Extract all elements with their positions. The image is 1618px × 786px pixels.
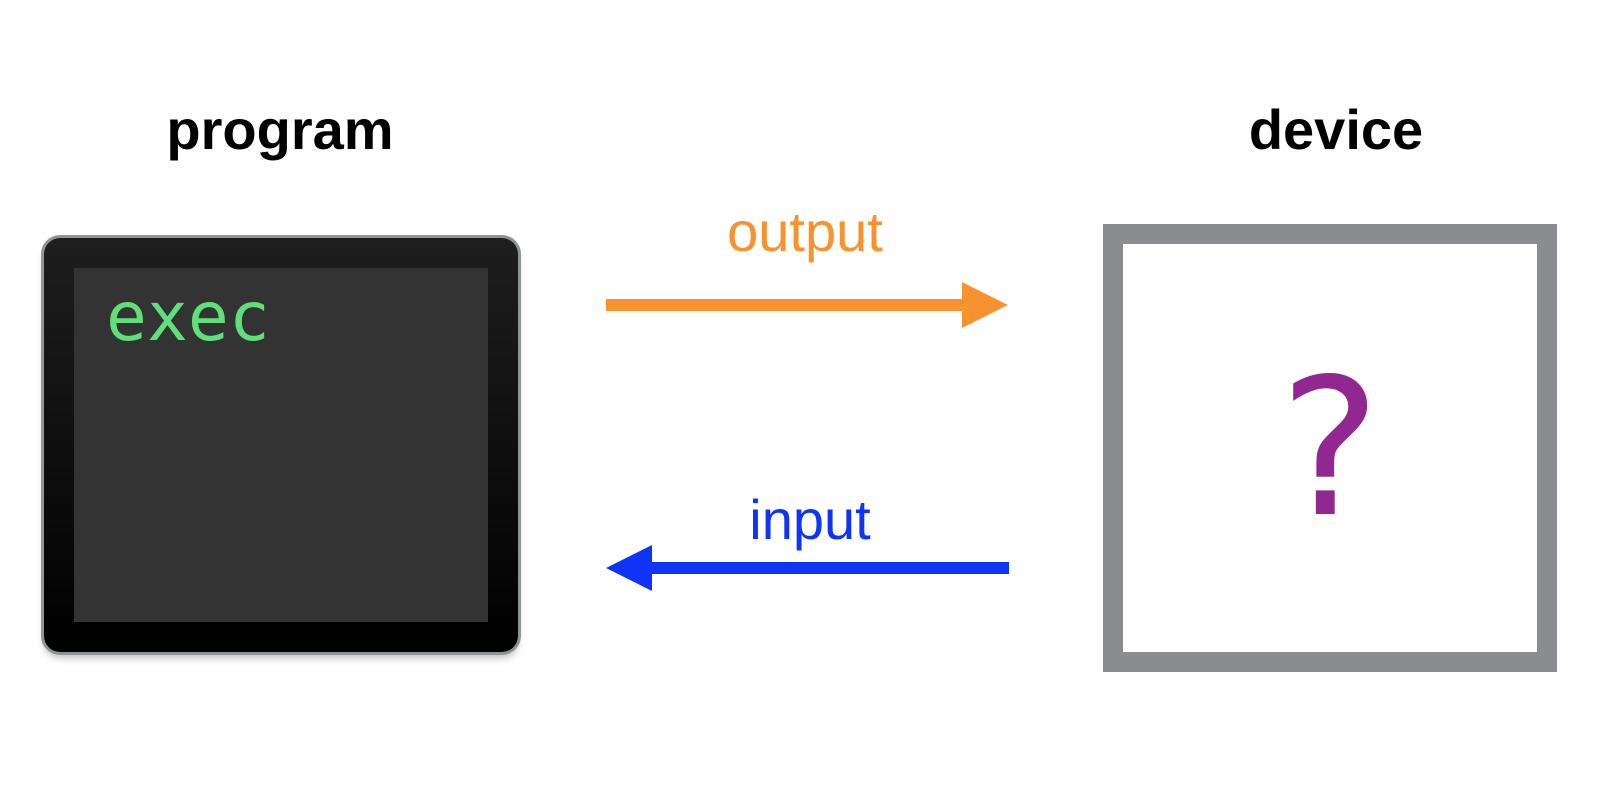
output-label: output — [727, 200, 883, 263]
terminal-screen: exec — [74, 268, 488, 622]
device-heading: device — [1248, 98, 1424, 161]
input-arrow-head — [606, 545, 652, 591]
terminal-icon: exec — [44, 238, 518, 652]
program-heading: program — [166, 98, 394, 161]
terminal-command-text: exec — [106, 278, 270, 357]
output-arrow — [606, 282, 1008, 328]
device-box: ? — [1103, 224, 1557, 672]
question-mark: ? — [1279, 337, 1381, 559]
input-label: input — [749, 488, 871, 551]
input-arrow — [606, 545, 1009, 591]
output-arrow-head — [962, 282, 1008, 328]
